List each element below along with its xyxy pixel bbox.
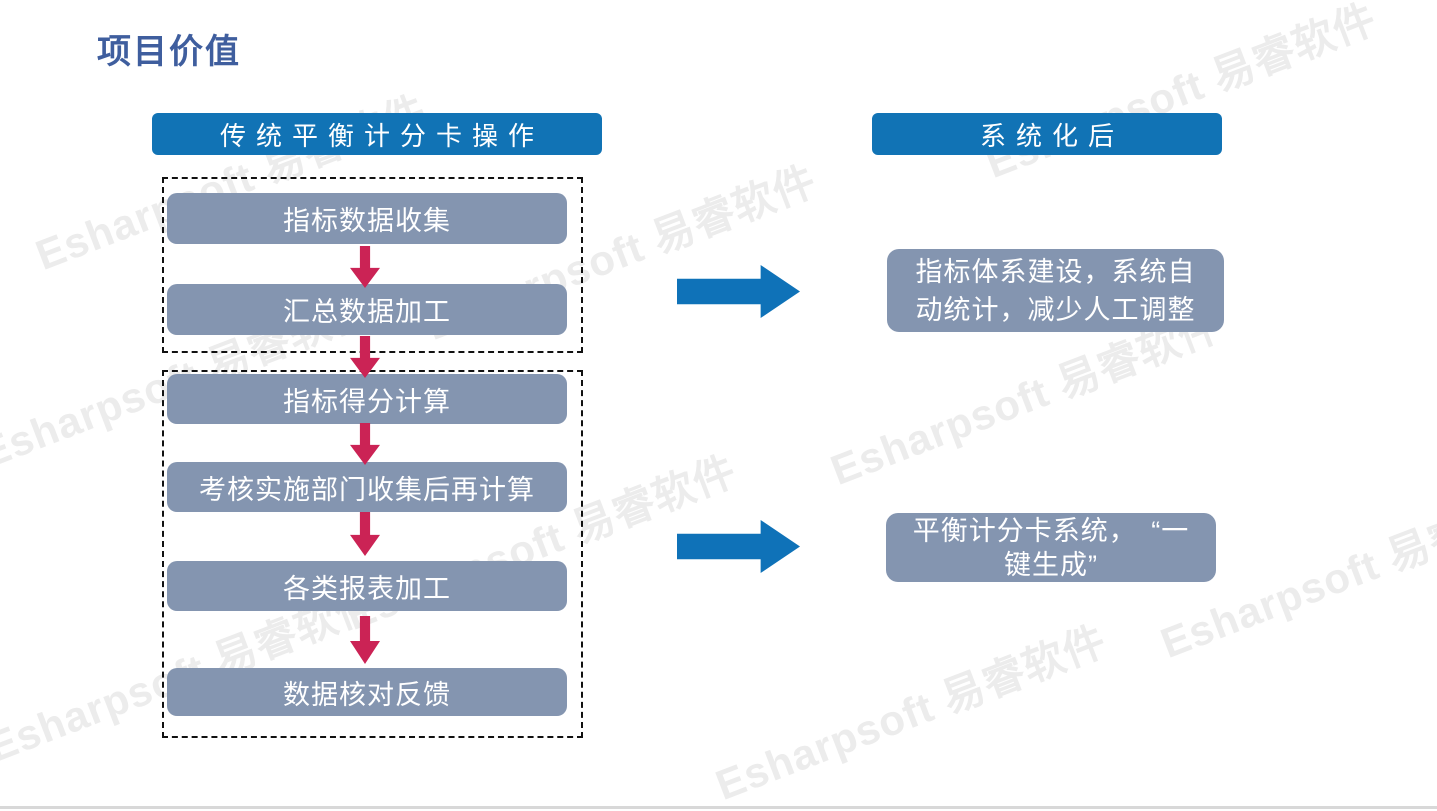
step-box-aggregate-data: 汇总数据加工: [167, 284, 567, 335]
page-title: 项目价值: [97, 33, 241, 71]
left-column-header: 传统平衡计分卡操作: [152, 113, 602, 155]
right-column-header: 系统化后: [872, 113, 1222, 155]
step-box-data-feedback: 数据核对反馈: [167, 668, 567, 716]
process-group-2-frame: [162, 370, 583, 738]
watermark-text: Esharpsoft 易睿软件: [709, 616, 1113, 809]
step-box-score-calc: 指标得分计算: [167, 374, 567, 424]
result-line: 动统计，减少人工调整: [915, 294, 1196, 325]
result-line: 指标体系建设，系统自: [915, 256, 1196, 287]
step-box-collect-data: 指标数据收集: [167, 193, 567, 244]
step-box-report-build: 各类报表加工: [167, 561, 567, 611]
process-group-1-frame: [162, 177, 583, 353]
result-box-system-built: 指标体系建设，系统自 动统计，减少人工调整: [887, 249, 1224, 332]
result-line: 键生成”: [1004, 549, 1098, 580]
watermark-text: Esharpsoft 易睿软件: [979, 0, 1383, 187]
result-box-one-click: 平衡计分卡系统， “一 键生成”: [886, 513, 1216, 582]
result-line: 平衡计分卡系统， “一: [912, 515, 1190, 546]
step-box-dept-recalc: 考核实施部门收集后再计算: [167, 462, 567, 512]
bottom-divider: [0, 806, 1437, 809]
